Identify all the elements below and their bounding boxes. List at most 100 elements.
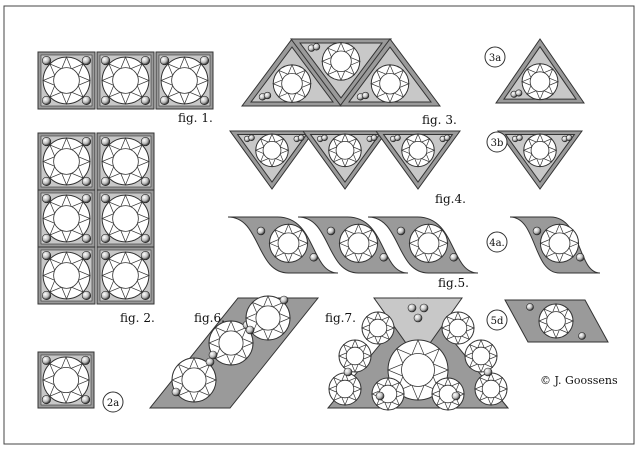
sphere bbox=[140, 95, 151, 106]
rosette bbox=[42, 56, 91, 105]
rosette-inner-circle bbox=[53, 262, 80, 289]
square-tile bbox=[96, 132, 155, 191]
label-2a: 2a bbox=[107, 398, 119, 409]
rosette bbox=[101, 251, 150, 300]
rosette bbox=[321, 41, 361, 82]
sphere bbox=[81, 395, 91, 405]
rosette-inner-circle bbox=[112, 148, 139, 175]
sphere bbox=[140, 55, 151, 66]
rosette-inner-circle bbox=[529, 71, 551, 92]
label-3a: 3a bbox=[489, 53, 501, 64]
sphere bbox=[419, 303, 429, 313]
rosette bbox=[431, 377, 465, 411]
square-tile bbox=[37, 246, 96, 305]
sphere bbox=[248, 134, 255, 141]
rosette-inner-circle bbox=[330, 50, 352, 73]
circle-label-2a: 2a bbox=[102, 391, 124, 413]
sphere bbox=[199, 55, 210, 66]
triangle-tile bbox=[495, 38, 585, 104]
rosette bbox=[370, 63, 410, 104]
rosette-inner-circle bbox=[335, 141, 355, 160]
rosette bbox=[245, 295, 291, 341]
rosette bbox=[160, 56, 209, 105]
sphere bbox=[159, 55, 170, 66]
sphere bbox=[515, 89, 523, 97]
copyright-text: © J. Goossens bbox=[540, 374, 618, 387]
triangle-tile bbox=[339, 38, 441, 107]
triangle-tile bbox=[375, 130, 461, 190]
rosette-inner-circle bbox=[368, 318, 388, 338]
rosette-inner-circle bbox=[218, 330, 244, 356]
sphere bbox=[199, 95, 210, 106]
rosette bbox=[272, 63, 312, 104]
fig7-composition bbox=[326, 297, 510, 411]
label-fig1: fig. 1. bbox=[178, 111, 213, 125]
sphere bbox=[100, 233, 111, 244]
rosette-inner-circle bbox=[408, 141, 428, 160]
sphere bbox=[375, 391, 385, 401]
rosette-inner-circle bbox=[53, 148, 80, 175]
rosette-inner-circle bbox=[548, 232, 571, 255]
circle-label-5d: 5d bbox=[486, 309, 508, 331]
rosette bbox=[208, 320, 254, 366]
sphere bbox=[413, 313, 423, 323]
sphere bbox=[312, 43, 321, 51]
rosette bbox=[338, 223, 379, 264]
rosette-inner-circle bbox=[52, 366, 80, 394]
circle-label-3a: 3a bbox=[484, 46, 506, 68]
sphere bbox=[100, 136, 111, 147]
rosette bbox=[171, 357, 217, 403]
rosette bbox=[441, 311, 475, 345]
sphere bbox=[326, 226, 336, 236]
sphere bbox=[41, 233, 52, 244]
rosette bbox=[254, 133, 290, 168]
rosette-inner-circle bbox=[530, 141, 550, 160]
triangle-tile bbox=[497, 130, 583, 190]
rosette-inner-circle bbox=[181, 367, 207, 393]
triangle-tile bbox=[229, 130, 315, 190]
rosette-inner-circle bbox=[277, 232, 300, 255]
rosette-inner-circle bbox=[53, 67, 80, 94]
triangle-tile bbox=[302, 130, 388, 190]
rosette bbox=[539, 223, 580, 264]
sphere bbox=[297, 134, 305, 141]
sphere bbox=[451, 391, 461, 401]
sphere bbox=[443, 134, 451, 141]
rosette-inner-circle bbox=[281, 72, 303, 95]
sphere bbox=[41, 250, 52, 261]
rosette-inner-circle bbox=[262, 141, 282, 160]
rosette bbox=[361, 311, 395, 345]
sphere bbox=[41, 290, 52, 301]
rosette-inner-circle bbox=[112, 67, 139, 94]
sphere bbox=[41, 355, 51, 365]
sphere bbox=[526, 303, 534, 311]
rosette bbox=[42, 137, 91, 186]
sphere bbox=[396, 226, 406, 236]
rosette-inner-circle bbox=[112, 262, 139, 289]
sphere bbox=[100, 250, 111, 261]
rosette bbox=[464, 339, 498, 373]
label-fig2: fig. 2. bbox=[120, 311, 155, 325]
rosette bbox=[42, 251, 91, 300]
rosette bbox=[387, 339, 449, 401]
label-fig6: fig.6. bbox=[194, 311, 225, 325]
sphere bbox=[41, 193, 52, 204]
rosette bbox=[521, 62, 559, 101]
rosette-inner-circle bbox=[112, 205, 139, 232]
label-fig5: fig.5. bbox=[438, 276, 469, 290]
sphere bbox=[100, 176, 111, 187]
sphere bbox=[321, 134, 328, 141]
sphere bbox=[140, 193, 151, 204]
sphere bbox=[41, 176, 52, 187]
rosette bbox=[101, 56, 150, 105]
rosette bbox=[42, 356, 90, 404]
rosette-inner-circle bbox=[255, 305, 281, 331]
fig7-inner-top bbox=[373, 297, 463, 361]
rosette-inner-circle bbox=[448, 318, 468, 338]
square-tile bbox=[96, 246, 155, 305]
wave-tile bbox=[367, 216, 479, 274]
rosette-inner-circle bbox=[345, 346, 365, 366]
square-tile bbox=[37, 351, 95, 409]
sphere bbox=[81, 233, 92, 244]
sphere bbox=[81, 290, 92, 301]
